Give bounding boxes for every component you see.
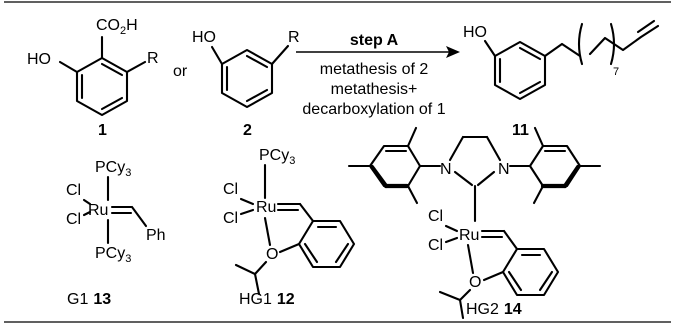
chain-length-subscript: 7 [613, 66, 619, 78]
co2h-label: CO2H [96, 17, 138, 37]
or-text: or [173, 63, 188, 80]
compound-11: HO 7 11 [463, 19, 660, 139]
n-left-label: N [440, 161, 452, 178]
conditions-line-3: decarboxylation of 1 [302, 101, 445, 118]
ho-label-1: HO [27, 51, 51, 68]
compound-2: HO R 2 [192, 29, 300, 139]
r-label-2: R [288, 29, 300, 46]
catalyst-hg2: N N Ru Cl Cl O [347, 126, 602, 320]
cl-bottom-label-hg2: Cl [428, 237, 443, 254]
cl-top-label-g1: Cl [66, 182, 81, 199]
n-right-label: N [498, 161, 510, 178]
ru-label-hg2: Ru [459, 227, 479, 244]
conditions-line-2: metathesis+ [331, 81, 418, 98]
cl-top-label-hg2: Cl [428, 208, 443, 225]
cl-bottom-label-g1: Cl [66, 211, 81, 228]
r-label-1: R [147, 50, 159, 67]
cl-bottom-label-hg1: Cl [223, 210, 238, 227]
o-label-hg2: O [469, 274, 481, 291]
pcy3-label-hg1: PCy3 [259, 147, 295, 167]
ru-label-g1: Ru [88, 202, 108, 219]
ho-label-11: HO [463, 24, 487, 41]
pcy3-bottom-label: PCy3 [95, 245, 131, 265]
cl-top-label-hg1: Cl [223, 181, 238, 198]
conditions-line-1: metathesis of 2 [320, 61, 429, 78]
ho-label-2: HO [192, 29, 216, 46]
reaction-arrow [296, 46, 460, 58]
o-label-hg1: O [266, 246, 278, 263]
ru-label-hg1: Ru [256, 199, 276, 216]
step-a-label: step A [350, 32, 399, 49]
ph-label: Ph [146, 227, 166, 244]
compound-number-11: 11 [512, 122, 529, 139]
compound-1: CO2H HO R 1 [27, 17, 159, 139]
pcy3-top-label: PCy3 [95, 159, 131, 179]
compound-number-2: 2 [243, 122, 252, 139]
compound-number-1: 1 [98, 122, 107, 139]
